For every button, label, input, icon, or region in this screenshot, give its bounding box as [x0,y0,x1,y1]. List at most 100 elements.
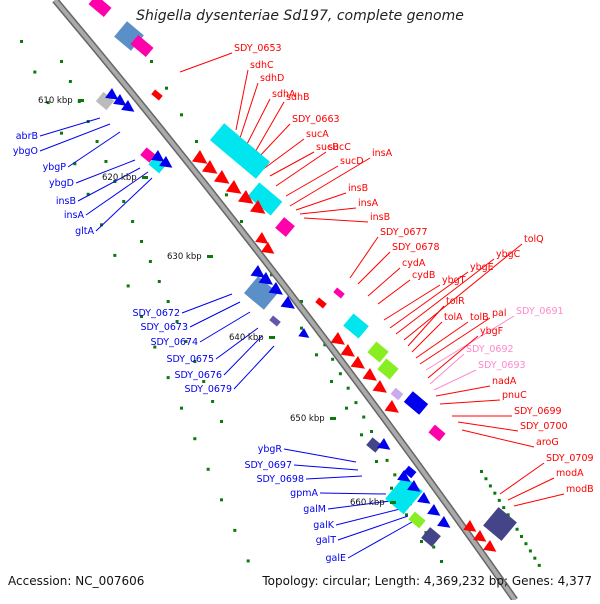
reverse-gene-arrow [377,438,391,450]
gene-label: cydA [402,258,426,269]
gene-label: insB [348,183,368,194]
forward-gene-arrow [225,180,242,194]
forward-gene-arrow [249,200,266,214]
gene-block [403,391,429,415]
reverse-gene-arrow [159,156,173,168]
gene-label: SDY_0692 [466,344,514,355]
gc-marker [193,360,197,363]
leader-line [283,448,357,463]
gc-marker [524,542,528,546]
gene-label: SDY_0709 [546,453,594,464]
gene-label: galT [316,535,336,546]
kbp-tick-label: 620 kbp [102,173,137,183]
gc-marker [493,491,497,495]
gene-label: galK [313,520,334,531]
gc-marker [73,162,77,166]
topology-label: Topology: circular; Length: 4,369,232 bp… [262,574,592,588]
gc-marker [100,223,103,227]
gene-label: SDY_0699 [514,406,562,417]
gene-block [275,217,295,237]
gc-marker [153,345,157,349]
gc-marker [180,406,183,410]
leader-line [39,123,111,152]
gene-label: ybgF [480,326,503,337]
leader-line [319,492,387,495]
leader-line [95,177,153,232]
leader-line [245,98,271,147]
gene-block [243,276,279,310]
leader-line [427,335,479,379]
leader-line [439,399,501,405]
forward-gene-arrow [340,344,355,357]
gc-marker [195,140,198,143]
leader-line [347,521,413,559]
gene-block [315,297,327,309]
gc-marker [488,484,492,488]
gene-label: modB [566,484,594,495]
gene-label: galM [303,504,326,515]
gc-marker [506,513,510,517]
leader-line [407,305,445,347]
forward-gene-arrow [213,170,230,184]
right-gene-labels: SDY_0653sdhCsdhDsdhAsdhBSDY_0663sucAsucB… [234,43,594,495]
gene-block [269,315,281,327]
gene-label: ybgC [496,249,521,260]
gc-marker [331,357,335,361]
gc-marker [375,460,378,463]
gc-marker [346,386,350,390]
leader-line [389,271,469,329]
reverse-gene-arrow [298,328,310,338]
leader-line [303,217,369,223]
gene-block [148,156,166,174]
gene-label: modA [556,468,584,479]
gc-marker [362,415,366,419]
gene-label: galE [326,553,347,564]
gene-label: tolQ [524,234,544,245]
reverse-gene-arrow [121,100,135,112]
gc-marker [385,458,389,462]
gene-label: insB [56,196,76,207]
leader-line [411,321,443,353]
gc-marker [405,513,408,517]
reverse-gene-arrow [397,470,411,482]
forward-gene-arrow [350,356,365,369]
gene-label: SDY_0691 [516,306,564,317]
gc-marker [165,86,168,90]
leader-line [299,207,357,215]
reverse-gene-arrow [427,504,441,516]
gc-marker [300,300,303,303]
forward-gene-arrow [191,150,208,164]
kbp-tick-mark [142,176,148,179]
gc-marker [150,60,153,63]
kbp-tick-mark [78,99,84,102]
gene-label: SDY_0676 [174,370,222,381]
gene-block [421,527,441,547]
gc-marker [354,401,358,405]
reverse-gene-arrow [113,94,127,106]
gc-marker [440,560,443,563]
forward-gene-arrow [261,242,275,254]
gc-marker [370,430,373,433]
gc-marker [126,284,130,288]
gene-label: sucB [316,142,339,153]
forward-gene-arrow [362,368,377,381]
gc-marker [60,60,63,63]
leader-line [269,151,315,177]
gc-marker [166,300,170,303]
gc-marker [86,192,90,196]
gc-marker [393,473,397,477]
gene-block [367,341,389,363]
gene-label: SDY_0693 [478,360,526,371]
gene-label: SDY_0679 [184,384,232,395]
gene-block [366,437,382,453]
gc-marker [246,559,250,563]
reverse-gene-arrow [258,272,273,285]
gene-label: SDY_0698 [256,474,304,485]
leader-line [337,515,409,541]
gene-label: SDY_0675 [166,354,214,365]
kbp-tick-mark [269,336,275,339]
gene-block [95,91,115,111]
gene-label: tolR [446,296,465,307]
left-gene-labels: abrBybgOybgPybgDinsBinsAgltASDY_0672SDY_… [13,131,346,564]
